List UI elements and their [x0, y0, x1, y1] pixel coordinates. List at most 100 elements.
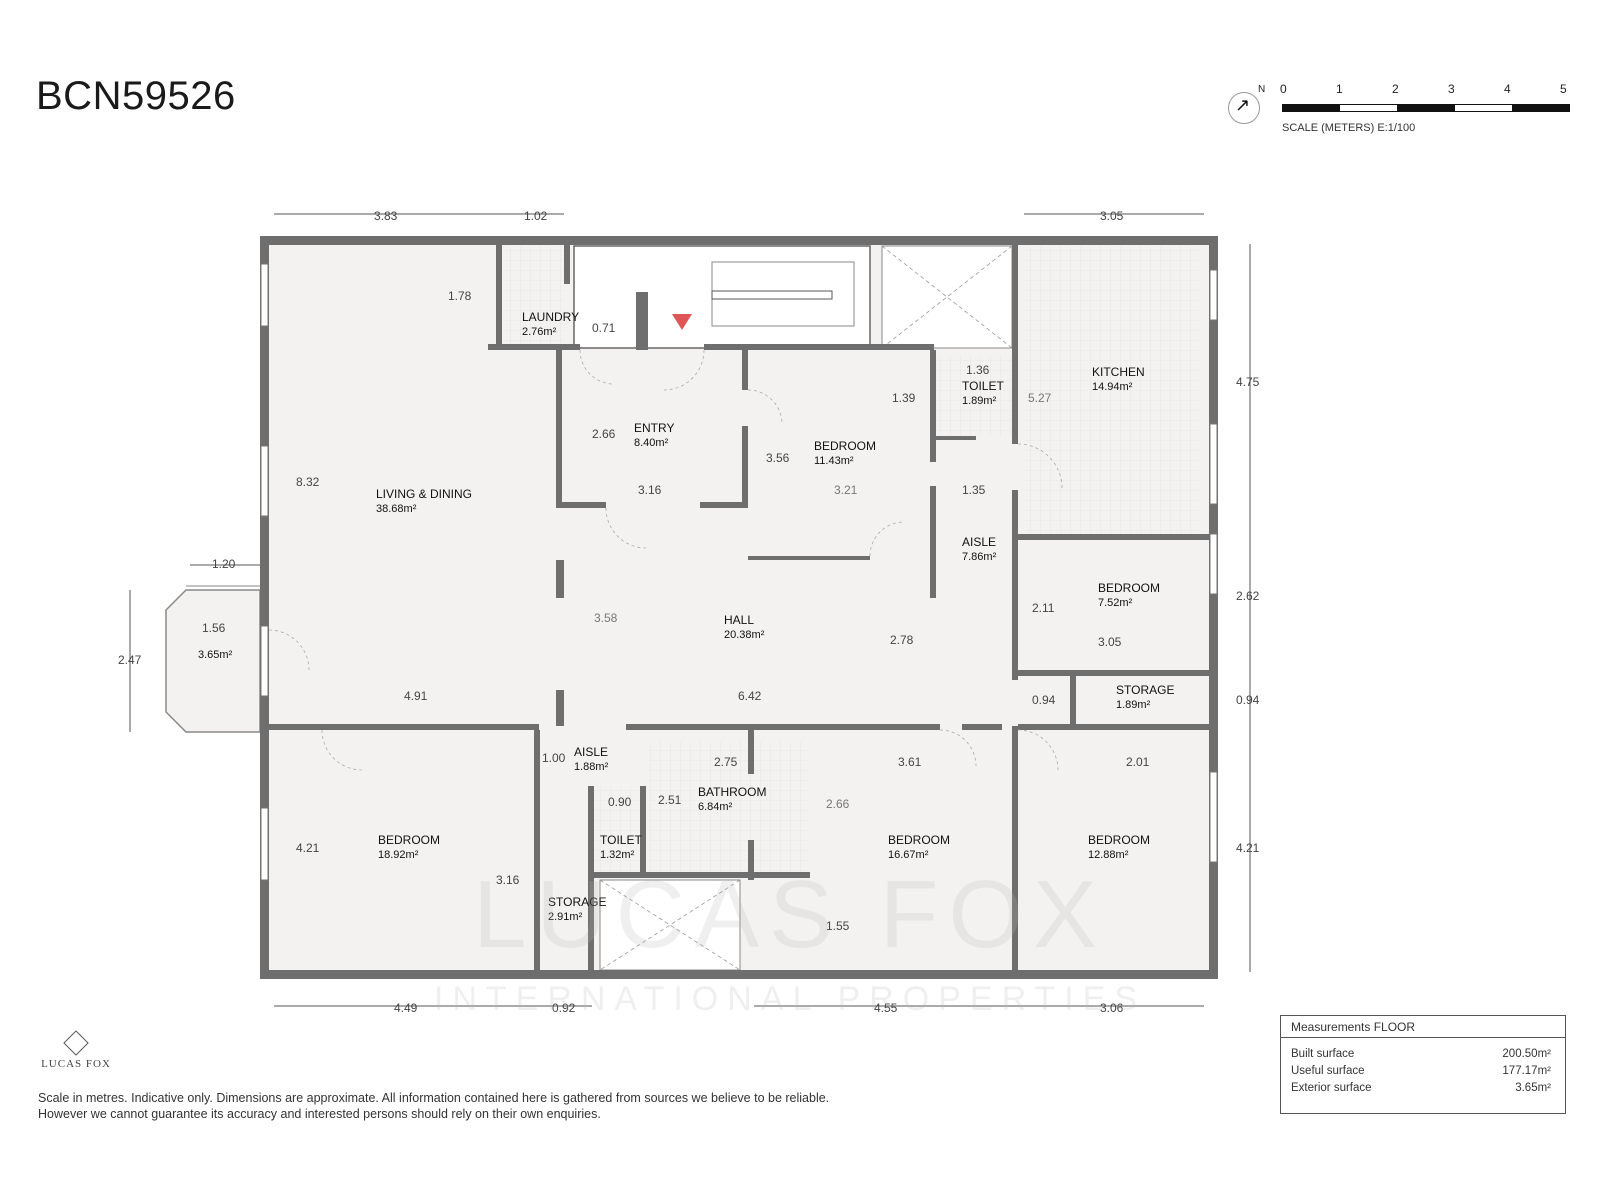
- room-area: 2.76m²: [522, 326, 557, 338]
- measurement-label: Useful surface: [1291, 1065, 1365, 1077]
- toilet-tiles: [936, 356, 1012, 436]
- scale-tick: 0: [1280, 82, 1287, 96]
- bathroom-tiles: [650, 742, 810, 872]
- room-area: 18.92m²: [378, 849, 419, 861]
- room-name: ENTRY: [634, 421, 674, 435]
- dimension-label: 1.35: [962, 483, 986, 497]
- dimension-label: 2.51: [658, 793, 682, 807]
- dimension-label: 1.20: [212, 557, 236, 571]
- room-name: LAUNDRY: [522, 310, 579, 324]
- room-area: 8.40m²: [634, 437, 669, 449]
- measurement-row: Exterior surface 3.65m²: [1281, 1080, 1565, 1097]
- dimension-label: 2.66: [826, 797, 850, 811]
- dimension-label: 2.47: [118, 653, 142, 667]
- room-area: 3.65m²: [198, 649, 233, 661]
- dimension-label: 3.05: [1098, 635, 1122, 649]
- measurements-title: Measurements FLOOR: [1281, 1016, 1565, 1038]
- room-area: 7.86m²: [962, 551, 997, 563]
- dimension-label: 5.27: [1028, 391, 1052, 405]
- room-name: HALL: [724, 613, 754, 627]
- dimension-label: 1.56: [202, 621, 226, 635]
- dimension-label: 0.94: [1032, 693, 1056, 707]
- dimension-label: 4.21: [296, 841, 320, 855]
- dimension-label: 0.71: [592, 321, 616, 335]
- dimension-lines: [129, 213, 1251, 1007]
- room-area: 38.68m²: [376, 503, 417, 515]
- logo-mark-icon: [63, 1030, 89, 1056]
- dimension-label: 4.55: [874, 1001, 898, 1015]
- scale-tick: 2: [1392, 82, 1399, 96]
- room-name: LIVING & DINING: [376, 487, 472, 501]
- dimension-label: 8.32: [296, 475, 320, 489]
- door-swings: [268, 349, 1063, 771]
- room-name: BEDROOM: [888, 833, 950, 847]
- dimension-label: 1.39: [892, 391, 916, 405]
- scale-bar: [1282, 104, 1570, 112]
- dimension-label: 3.16: [496, 873, 520, 887]
- exterior-walls: [260, 236, 1218, 979]
- toilet2-tiles: [592, 786, 646, 874]
- north-compass-icon: ↗: [1228, 92, 1260, 124]
- room-area: 6.84m²: [698, 801, 733, 813]
- scale-ticks: 0 1 2 3 4 5: [1280, 82, 1600, 96]
- dimension-label: 1.78: [448, 289, 472, 303]
- room-area: 1.32m²: [600, 849, 635, 861]
- room-name: BEDROOM: [1088, 833, 1150, 847]
- dimension-label: 6.42: [738, 689, 762, 703]
- dimension-label: 4.75: [1236, 375, 1260, 389]
- measurements-table: Measurements FLOOR Built surface 200.50m…: [1280, 1015, 1566, 1114]
- scale-tick: 3: [1448, 82, 1455, 96]
- logo-name: LUCAS FOX: [41, 1058, 111, 1070]
- dimension-labels: 3.83 1.02 3.05 1.78 0.71 2.66 3.16 3.56 …: [118, 209, 1260, 1015]
- dimension-label: 1.36: [966, 363, 990, 377]
- room-area: 1.88m²: [574, 761, 609, 773]
- dimension-label: 3.05: [1100, 209, 1124, 223]
- dimension-label: 2.75: [714, 755, 738, 769]
- room-name: AISLE: [962, 535, 996, 549]
- entrance-marker-icon: [672, 314, 692, 330]
- disclaimer-line: However we cannot guarantee its accuracy…: [38, 1107, 601, 1121]
- dimension-label: 3.21: [834, 483, 858, 497]
- dimension-label: 2.66: [592, 427, 616, 441]
- measurement-row: Built surface 200.50m²: [1281, 1046, 1565, 1063]
- room-name: TOILET: [600, 833, 642, 847]
- room-area: 20.38m²: [724, 629, 765, 641]
- room-name: AISLE: [574, 745, 608, 759]
- room-area: 16.67m²: [888, 849, 929, 861]
- dimension-label: 2.62: [1236, 589, 1260, 603]
- dimension-label: 1.02: [524, 209, 548, 223]
- windows: [260, 263, 1218, 881]
- room-name: BATHROOM: [698, 785, 766, 799]
- laundry-tiles: [500, 246, 564, 348]
- scale-legend: ↗ N 0 1 2 3 4 5 SCALE (METERS) E:1/100: [1228, 82, 1588, 142]
- dimension-label: 2.01: [1126, 755, 1150, 769]
- dimension-label: 1.00: [542, 751, 566, 765]
- room-area: 2.91m²: [548, 911, 583, 923]
- room-name: STORAGE: [1116, 683, 1174, 697]
- north-label: N: [1258, 84, 1266, 95]
- scale-tick: 4: [1504, 82, 1511, 96]
- measurement-label: Exterior surface: [1291, 1082, 1372, 1094]
- disclaimer: Scale in metres. Indicative only. Dimens…: [38, 1090, 938, 1122]
- dimension-label: 3.83: [374, 209, 398, 223]
- terrace-outline: [165, 589, 261, 733]
- room-name: KITCHEN: [1092, 365, 1145, 379]
- room-labels: LIVING & DINING 38.68m² LAUNDRY 2.76m² E…: [198, 310, 1174, 923]
- measurement-row: Useful surface 177.17m²: [1281, 1063, 1565, 1080]
- room-area: 14.94m²: [1092, 381, 1133, 393]
- dimension-label: 3.58: [594, 611, 618, 625]
- dimension-label: 0.92: [552, 1001, 576, 1015]
- room-area: 1.89m²: [1116, 699, 1151, 711]
- plan-reference-title: BCN59526: [36, 74, 236, 118]
- north-arrow-icon: ↗: [1235, 95, 1251, 115]
- scale-tick: 5: [1560, 82, 1567, 96]
- dimension-label: 3.06: [1100, 1001, 1124, 1015]
- disclaimer-line: Scale in metres. Indicative only. Dimens…: [38, 1091, 830, 1105]
- interior-walls: [269, 244, 1210, 970]
- dimension-label: 1.55: [826, 919, 850, 933]
- dimension-label: 3.61: [898, 755, 922, 769]
- room-area: 7.52m²: [1098, 597, 1133, 609]
- measurement-value: 177.17m²: [1502, 1065, 1551, 1077]
- room-area: 11.43m²: [814, 455, 854, 467]
